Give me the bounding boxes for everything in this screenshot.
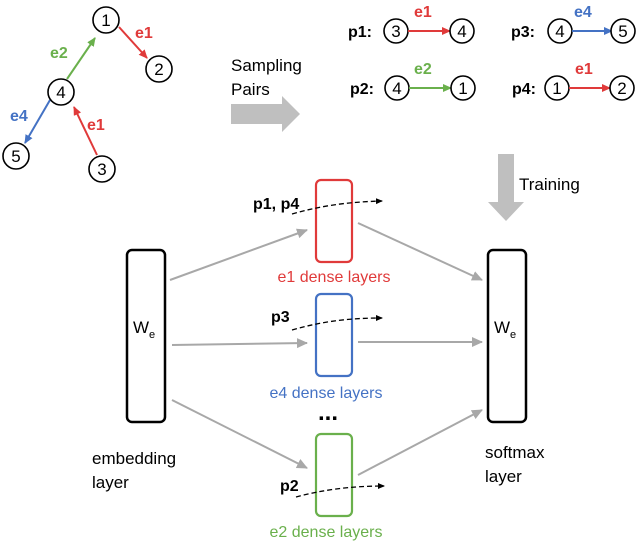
dense-e2-flow xyxy=(295,483,385,498)
pair-p3-src: 4 xyxy=(555,22,564,41)
pair-p1-name: p1: xyxy=(348,24,372,41)
dense-e1-flow xyxy=(291,198,383,215)
pair-p3-name: p3: xyxy=(511,24,535,41)
arrow-e1-to-softmax xyxy=(357,222,483,281)
graph-node-4: 4 xyxy=(47,78,75,106)
dense-e4-box xyxy=(314,292,354,378)
pair-p1-dst: 4 xyxy=(457,22,466,41)
arrow-embedding-to-e4 xyxy=(171,338,308,349)
graph-node-2-label: 2 xyxy=(154,60,163,79)
dense-e1-input-label: p1, p4 xyxy=(253,196,299,213)
pair-p4-dst: 2 xyxy=(617,79,626,98)
pair-p3-edge-label: e4 xyxy=(574,4,592,21)
dense-e2: p2 e2 dense layers xyxy=(270,432,385,541)
softmax-layer-symbol: We xyxy=(494,318,516,341)
pair-p1: p1: 3 e1 4 xyxy=(348,4,475,44)
dense-e2-box xyxy=(314,432,354,518)
embedding-layer-label-line2: layer xyxy=(92,473,129,492)
pair-p2-dst: 1 xyxy=(458,79,467,98)
sampling-label-line2: Pairs xyxy=(231,80,270,99)
edge-e4 xyxy=(24,99,51,144)
sampling-block-arrow xyxy=(231,96,300,132)
edge-e1-bottom xyxy=(73,106,98,156)
edge-label-e4: e4 xyxy=(10,108,28,125)
pair-p2: p2: 4 e2 1 xyxy=(350,61,476,101)
edge-label-e2: e2 xyxy=(50,45,68,62)
arrow-embedding-to-e2 xyxy=(171,399,308,469)
dense-e4-input-label: p3 xyxy=(271,309,290,326)
softmax-layer-label-line2: layer xyxy=(485,467,522,486)
arrow-embedding-to-e1 xyxy=(169,228,308,281)
graph-node-3-label: 3 xyxy=(97,160,106,179)
graph-node-3: 3 xyxy=(88,155,116,183)
dense-e4: p3 e4 dense layers xyxy=(270,292,383,402)
pair-p1-edge-label: e1 xyxy=(414,4,432,21)
softmax-layer-box xyxy=(486,248,528,424)
training-label: Training xyxy=(519,175,580,194)
edge-e1-top xyxy=(118,26,148,59)
dense-e2-input-label: p2 xyxy=(280,478,299,495)
pair-p1-src: 3 xyxy=(391,22,400,41)
pair-p3: p3: 4 e4 5 xyxy=(511,4,636,44)
embedding-layer-box xyxy=(125,248,167,424)
arrow-e2-to-softmax xyxy=(357,409,483,476)
pair-p2-edge-label: e2 xyxy=(414,61,432,78)
pair-p4: p4: 1 e1 2 xyxy=(512,61,635,101)
graph: e1 e2 e4 e1 1 2 4 5 3 xyxy=(2,6,173,183)
graph-node-2: 2 xyxy=(145,55,173,83)
connection-arrows xyxy=(169,222,483,476)
dense-e4-flow xyxy=(291,315,383,331)
dense-e1-label: e1 dense layers xyxy=(278,269,391,286)
dense-e1: p1, p4 e1 dense layers xyxy=(253,178,391,286)
pair-p2-src: 4 xyxy=(392,79,401,98)
softmax-layer-label-line1: softmax xyxy=(485,443,545,462)
embedding-layer-symbol: We xyxy=(133,318,155,341)
graph-node-5-label: 5 xyxy=(11,147,20,166)
embedding-layer-label-line1: embedding xyxy=(92,449,176,468)
graph-node-1-label: 1 xyxy=(101,11,110,30)
pair-p4-src: 1 xyxy=(552,79,561,98)
dense-e4-label: e4 dense layers xyxy=(270,385,383,402)
ellipsis: ... xyxy=(318,399,338,426)
sampling-label-line1: Sampling xyxy=(231,56,302,75)
dense-e2-label: e2 dense layers xyxy=(270,524,383,541)
graph-node-4-label: 4 xyxy=(56,83,65,102)
edge-e2 xyxy=(66,37,96,80)
pair-p3-dst: 5 xyxy=(618,22,627,41)
dense-e1-box xyxy=(314,178,354,264)
graph-node-5: 5 xyxy=(2,142,30,170)
graph-node-1: 1 xyxy=(92,6,120,34)
pair-p2-name: p2: xyxy=(350,81,374,98)
edge-label-e1-bottom: e1 xyxy=(87,117,105,134)
edge-label-e1-top: e1 xyxy=(135,25,153,42)
pair-p4-edge-label: e1 xyxy=(575,61,593,78)
training-block-arrow xyxy=(488,154,524,221)
pair-p4-name: p4: xyxy=(512,81,536,98)
